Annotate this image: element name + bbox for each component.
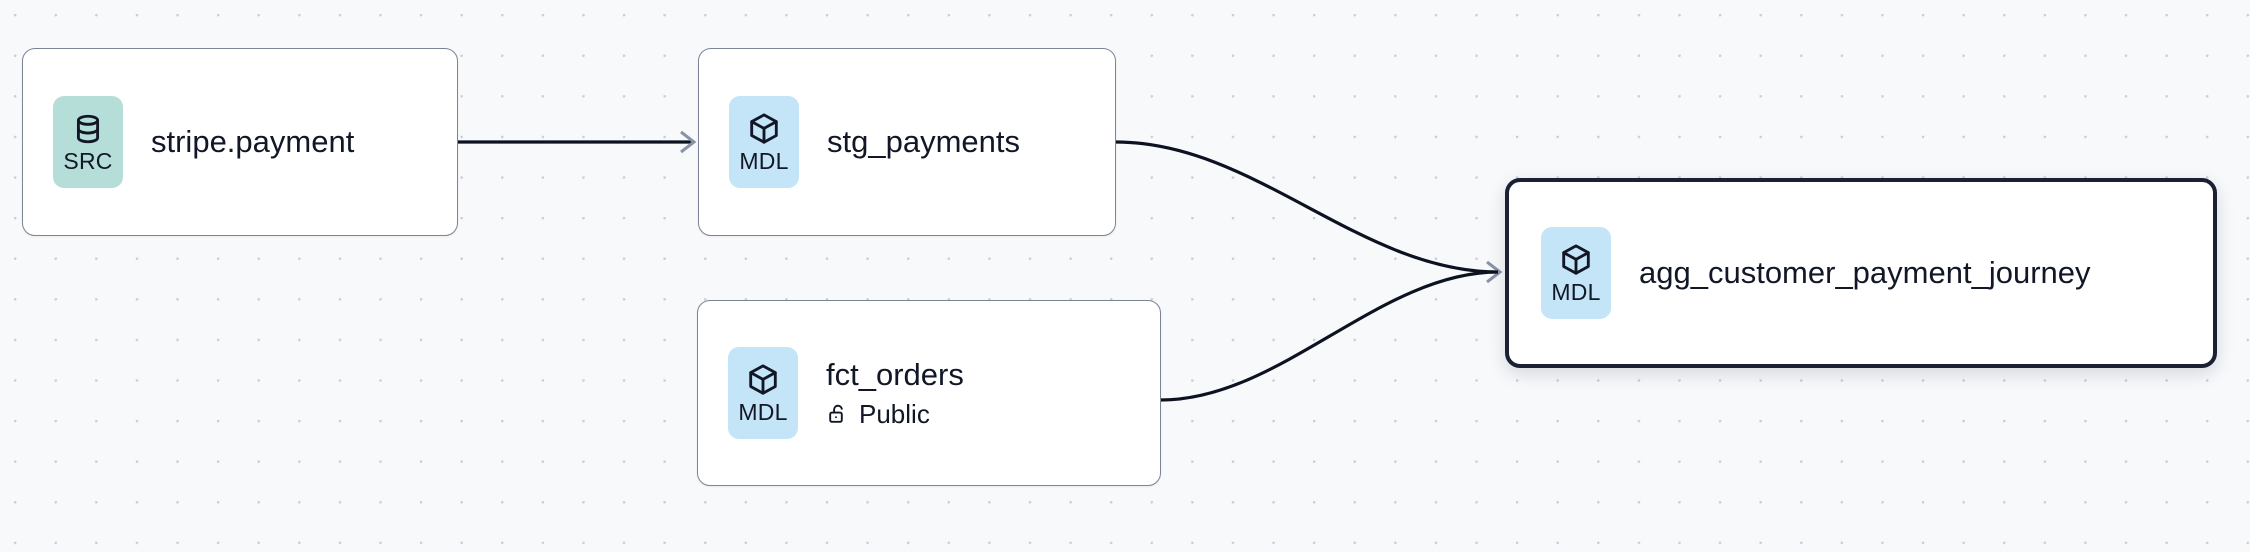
lineage-node-agg-customer-payment-journey[interactable]: MDL agg_customer_payment_journey <box>1505 178 2217 368</box>
node-body: stripe.payment <box>123 123 354 161</box>
database-icon <box>70 111 106 147</box>
cube-icon <box>745 362 781 398</box>
node-badge-label: SRC <box>63 147 113 174</box>
node-title: fct_orders <box>826 357 964 392</box>
edge-stripe-to-stg <box>458 130 697 154</box>
node-visibility-label: Public <box>859 399 930 429</box>
unlock-icon <box>826 402 850 426</box>
node-badge-src: SRC <box>53 96 123 188</box>
lineage-node-fct-orders[interactable]: MDL fct_orders Public <box>697 300 1161 486</box>
edge-stg-to-agg <box>1115 140 1503 284</box>
node-visibility: Public <box>826 398 964 430</box>
node-badge-label: MDL <box>1551 278 1601 305</box>
node-badge-mdl: MDL <box>729 96 799 188</box>
lineage-node-stg-payments[interactable]: MDL stg_payments <box>698 48 1116 236</box>
cube-icon <box>1558 242 1594 278</box>
node-badge-label: MDL <box>739 147 789 174</box>
node-badge-label: MDL <box>738 398 788 425</box>
node-title: agg_customer_payment_journey <box>1639 255 2091 290</box>
node-body: fct_orders Public <box>798 356 964 430</box>
edge-fct-to-agg <box>1160 270 1499 402</box>
node-badge-mdl: MDL <box>1541 227 1611 319</box>
lineage-node-stripe-payment[interactable]: SRC stripe.payment <box>22 48 458 236</box>
node-title: stg_payments <box>827 124 1020 159</box>
node-body: agg_customer_payment_journey <box>1611 254 2091 292</box>
node-title: stripe.payment <box>151 124 355 159</box>
node-body: stg_payments <box>799 123 1020 161</box>
cube-icon <box>746 111 782 147</box>
node-badge-mdl: MDL <box>728 347 798 439</box>
